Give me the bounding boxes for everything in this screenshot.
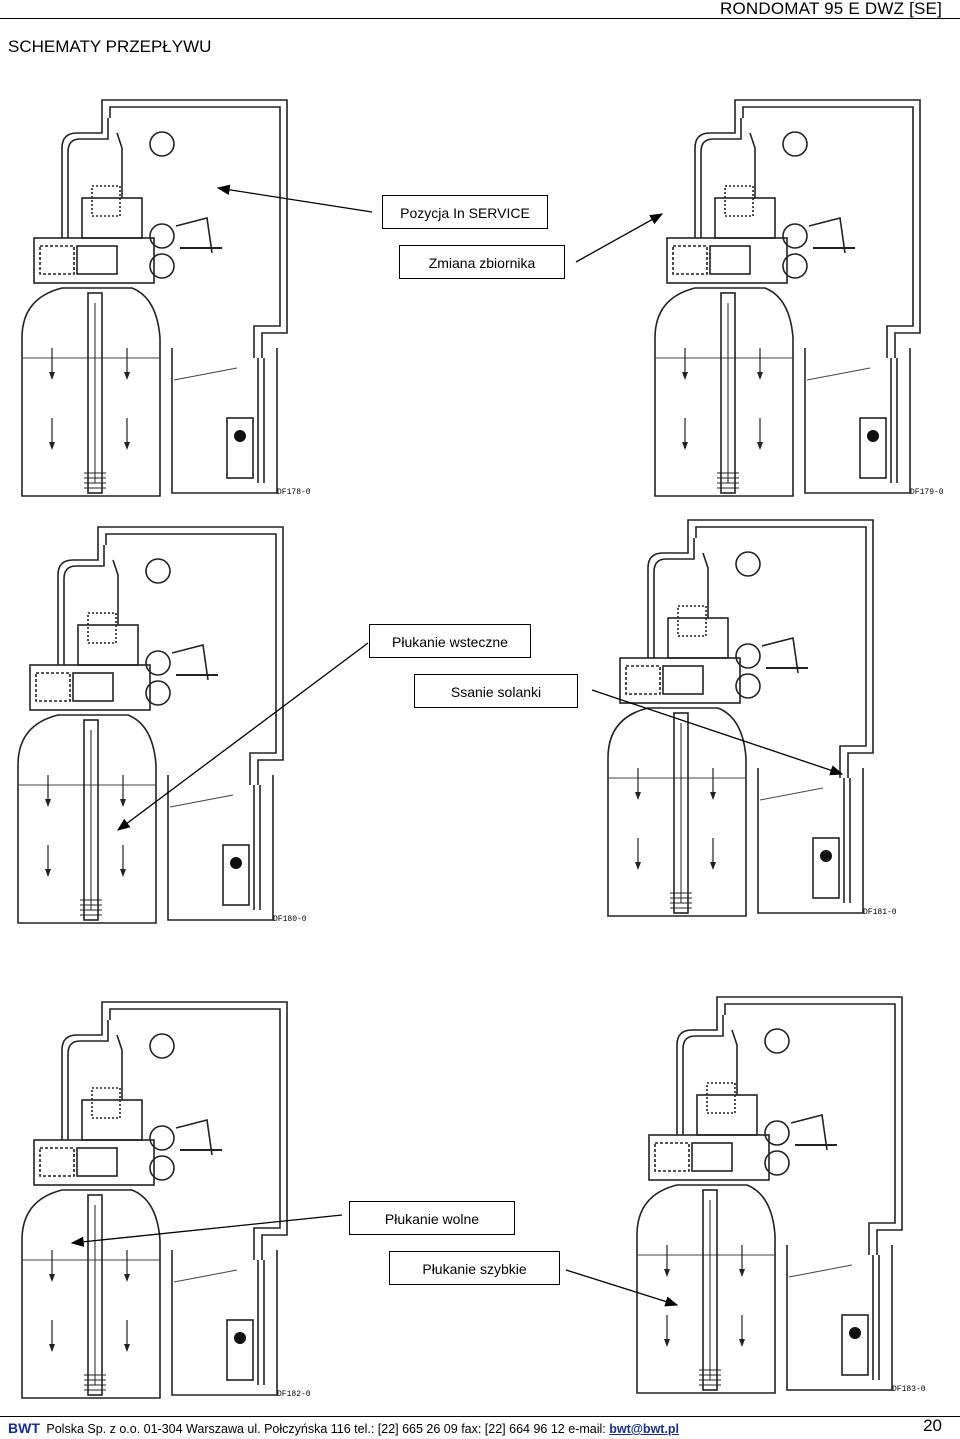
pointer-arrow-2	[575, 213, 664, 263]
pointer-arrow-3	[116, 642, 369, 831]
header-rule	[0, 18, 960, 19]
label-brine: Ssanie solanki	[414, 674, 578, 708]
flow-diagram-4: DF181-0	[607, 519, 897, 917]
footer-rule	[0, 1416, 960, 1417]
flow-diagram-2: DF179-0	[654, 99, 944, 497]
page-number: 20	[923, 1416, 942, 1435]
pointer-arrow-6	[565, 1269, 679, 1307]
header-title: RONDOMAT 95 E DWZ [SE]	[720, 0, 942, 18]
section-title: SCHEMATY PRZEPŁYWU	[8, 37, 212, 56]
bottle-outline	[21, 1189, 161, 1399]
diagram-code: DF183-0	[892, 1385, 926, 1394]
label-fast-rinse: Płukanie szybkie	[389, 1251, 560, 1285]
pointer-arrow-5	[70, 1214, 343, 1247]
diagram-code: DF181-0	[863, 908, 897, 917]
diagram-code: DF178-0	[277, 488, 311, 497]
diagram-code: DF180-0	[273, 915, 307, 924]
bottle-outline	[654, 287, 794, 497]
label-backwash: Płukanie wsteczne	[369, 624, 531, 658]
bottle-outline	[607, 707, 747, 917]
diagram-code: DF179-0	[910, 488, 944, 497]
email-link[interactable]: bwt@bwt.pl	[609, 1422, 680, 1436]
brand-logo: BWT	[8, 1420, 40, 1436]
label-tank-change: Zmiana zbiornika	[399, 245, 565, 279]
bottle-outline	[21, 287, 161, 497]
footer: BWT Polska Sp. z o.o. 01-304 Warszawa ul…	[8, 1420, 679, 1436]
footer-contact: Polska Sp. z o.o. 01-304 Warszawa ul. Po…	[46, 1422, 606, 1436]
diagram-code: DF182-0	[277, 1390, 311, 1399]
label-service: Pozycja In SERVICE	[382, 195, 548, 229]
flow-diagram-5: DF182-0	[21, 1001, 311, 1399]
flow-diagram-6: DF183-0	[636, 996, 926, 1394]
label-slow-rinse: Płukanie wolne	[349, 1201, 515, 1235]
pointer-arrow-4	[591, 689, 844, 776]
pointer-arrow-1	[216, 184, 373, 213]
flow-diagram-3: DF180-0	[17, 526, 307, 924]
bottle-outline	[636, 1184, 776, 1394]
flow-diagram-1: DF178-0	[21, 99, 311, 497]
bottle-outline	[17, 714, 157, 924]
